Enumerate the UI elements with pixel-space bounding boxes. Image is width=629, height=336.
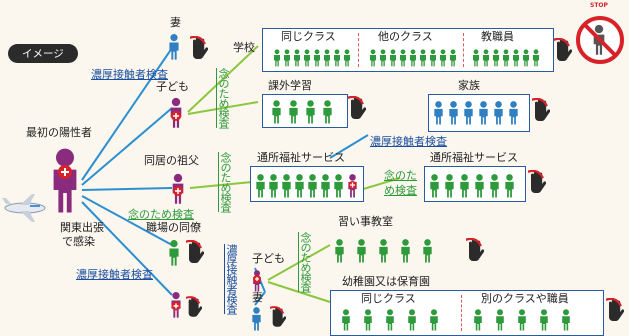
day-service-label: 通所福祉サービス xyxy=(257,151,345,164)
first-case-label: 最初の陽性者 xyxy=(26,126,92,139)
school-crowd xyxy=(273,49,540,67)
day-service-2-box xyxy=(424,166,526,202)
stop-hand-icon xyxy=(606,298,624,322)
staff-label: 教職員 xyxy=(481,30,514,43)
precaution-lines xyxy=(187,45,331,303)
stop-label: STOP xyxy=(590,2,608,9)
wife-label: 妻 xyxy=(170,16,181,29)
grandparent-label: 同居の祖父 xyxy=(144,154,199,167)
other-class-staff-label: 別のクラスや職員 xyxy=(481,292,569,305)
family-crowd xyxy=(434,101,518,125)
airplane-icon xyxy=(2,194,46,222)
kindergarten-box: 同じクラス 別のクラスや職員 xyxy=(330,290,604,336)
stop-hand-icon xyxy=(554,38,572,62)
kindergarten-label: 幼稚園又は保育園 xyxy=(342,275,430,288)
coworker-label: 職場の同僚 xyxy=(146,221,201,234)
extracurricular-label: 課外学習 xyxy=(268,79,312,92)
day-service-2-crowd xyxy=(430,174,514,198)
lessons-crowd xyxy=(335,239,432,263)
travel-label-1: 関東出張 xyxy=(60,221,104,234)
family-label: 家族 xyxy=(458,79,480,92)
family-close-contact-link[interactable]: 濃厚接触者検査 xyxy=(370,135,447,148)
close-contact-test-link[interactable]: 濃厚接触者検査 xyxy=(91,68,168,81)
precaution-test-vertical: 念のため検査 xyxy=(217,68,230,128)
coworker-figure xyxy=(169,240,179,266)
same-class-2-label: 同じクラス xyxy=(361,292,416,305)
stop-sign-icon xyxy=(576,16,624,64)
family-line xyxy=(329,134,369,159)
wife-figure xyxy=(169,34,179,60)
stop-hand-icon xyxy=(270,306,286,328)
wife2-figure xyxy=(252,307,261,331)
stop-hand-icon xyxy=(190,36,208,60)
lessons-label: 習い事教室 xyxy=(338,215,393,228)
child-label: 子ども xyxy=(156,80,189,93)
school-group-box: 同じクラス 他のクラス 教職員 xyxy=(262,28,554,72)
day-service-crowd xyxy=(256,174,357,198)
stop-hand-icon xyxy=(466,238,484,262)
stop-hand-icon xyxy=(532,98,550,122)
child2-label: 子ども xyxy=(252,252,285,265)
first-case-figure xyxy=(53,148,77,213)
close-contact-test-link[interactable]: 濃厚接触者検査 xyxy=(76,268,153,281)
stop-hand-icon xyxy=(348,96,366,120)
family-box xyxy=(428,94,530,132)
stop-hand-icon xyxy=(186,240,204,264)
day-service-line xyxy=(359,177,401,191)
stop-hand-icon xyxy=(528,170,546,194)
lessons-group xyxy=(330,232,440,266)
same-class-label: 同じクラス xyxy=(281,30,336,43)
day-service-2-label: 通所福祉サービス xyxy=(430,151,518,164)
other-class-label: 他のクラス xyxy=(378,30,433,43)
precaution-test-link[interactable]: 念のた xyxy=(384,169,417,182)
precaution-test-link[interactable]: 念のため検査 xyxy=(128,208,194,221)
kindergarten-crowd xyxy=(342,309,570,331)
wife2-label: 妻 xyxy=(252,291,263,304)
precaution-test-vertical: 念のため検査 xyxy=(299,232,312,292)
precaution-test-link[interactable]: め検査 xyxy=(384,184,417,197)
extracurricular-crowd xyxy=(272,100,332,124)
extracurricular-box xyxy=(262,94,348,128)
close-contact-test-vertical: 濃厚接触者検査 xyxy=(225,244,238,314)
travel-label-2: で感染 xyxy=(62,235,95,248)
school-label: 学校 xyxy=(233,41,255,54)
stop-hand-icon xyxy=(186,296,202,318)
day-service-box xyxy=(250,166,364,202)
precaution-test-vertical: 念のため検査 xyxy=(219,152,232,212)
image-tag: イメージ xyxy=(8,44,78,63)
